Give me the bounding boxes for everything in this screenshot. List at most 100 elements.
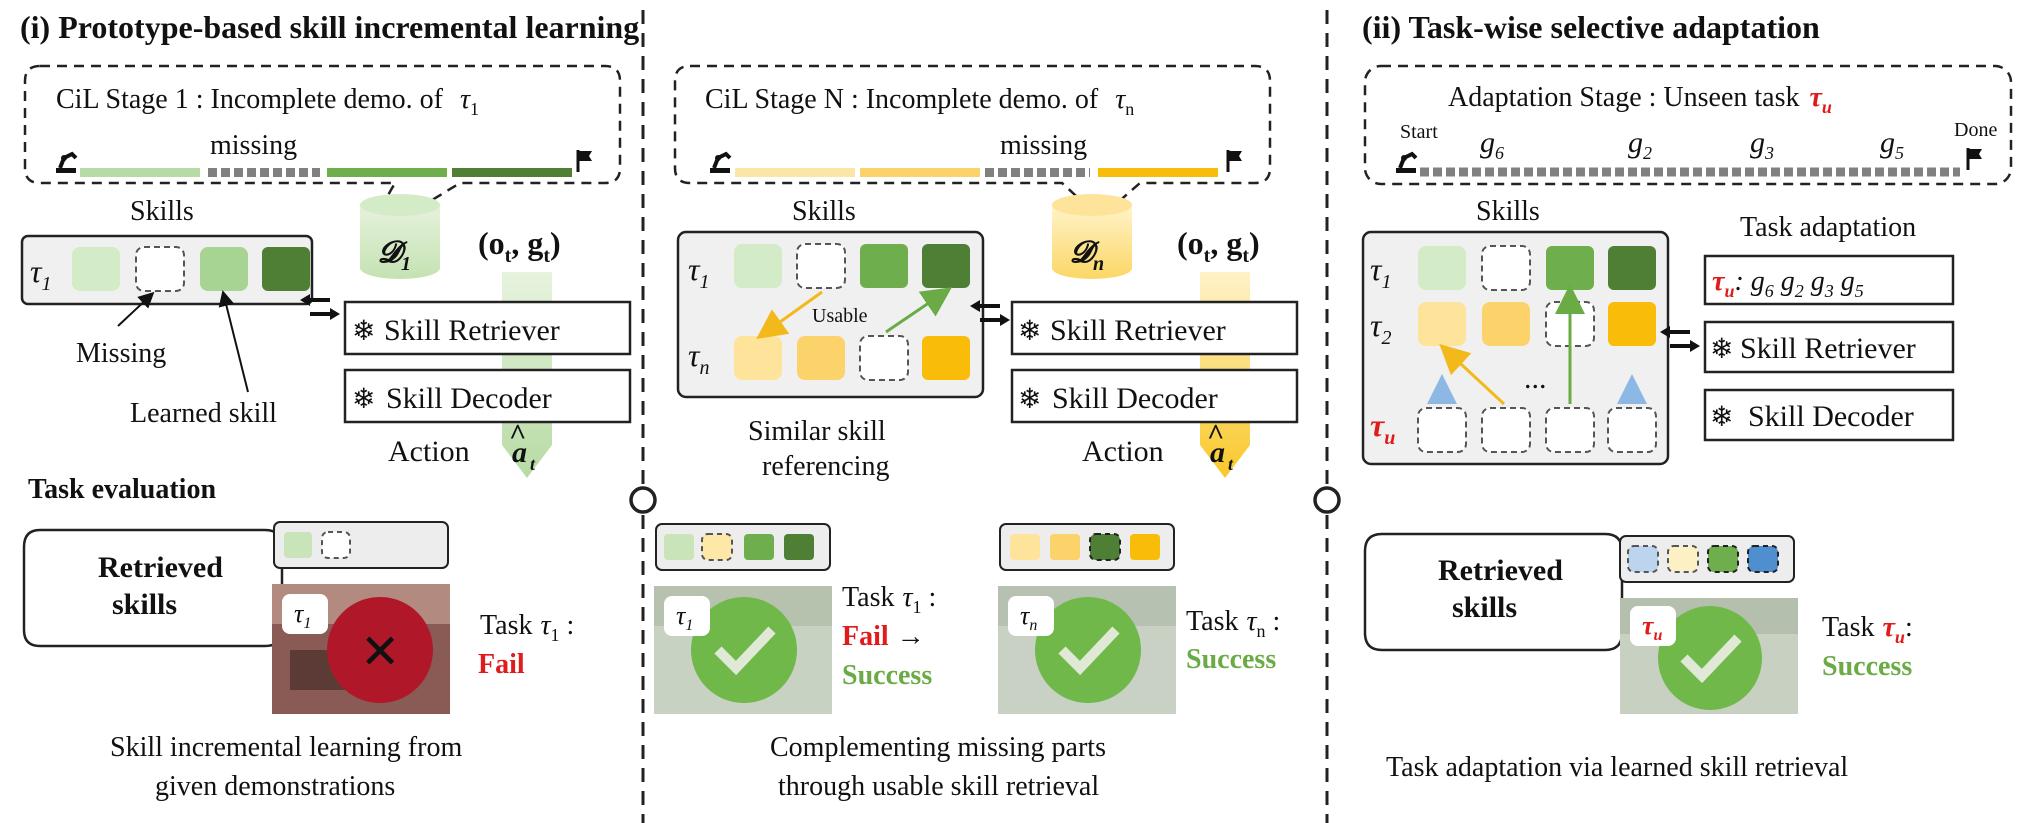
stageN-missing-label: missing — [1000, 130, 1087, 161]
skill-decoder-box — [343, 368, 632, 424]
success-status: Success — [1186, 644, 1276, 675]
skill-slot — [1667, 545, 1699, 573]
stage1-row-label: τ1 — [30, 253, 51, 295]
bubble-text: Retrieved — [98, 551, 223, 584]
skill-slot — [1130, 534, 1160, 560]
skill-slot — [922, 336, 970, 380]
action-subscript: t — [530, 454, 536, 474]
action-symbol: a — [512, 436, 527, 469]
task-adaptation-title: Task adaptation — [1740, 212, 1916, 243]
skill-slot — [797, 336, 845, 380]
skill-slot — [1707, 545, 1739, 573]
scene-image-success: τ1 — [654, 586, 832, 714]
skill-decoder-label: Skill Decoder — [386, 382, 552, 415]
done-label: Done — [1954, 119, 1997, 141]
section2-skills-title: Skills — [1476, 196, 1540, 227]
stage1-segment-2 — [327, 168, 447, 177]
section1-title: (i) Prototype-based skill incremental le… — [20, 9, 639, 45]
skill-decoder-label: Skill Decoder — [1748, 400, 1914, 433]
stageN-skills-title: Skills — [792, 196, 856, 227]
skill-slot — [1050, 534, 1080, 560]
missing-annotation: Missing — [76, 338, 166, 369]
snowflake-icon: ❄ — [1710, 402, 1733, 433]
success-status: Success — [842, 660, 932, 691]
skill-retriever-label: Skill Retriever — [1050, 314, 1226, 347]
skill-slot-missing — [1481, 245, 1531, 291]
robot-arm-icon — [710, 151, 732, 173]
dataset-1-cylinder — [360, 194, 440, 279]
adaptation-callout — [1363, 64, 2013, 186]
start-label: Start — [1400, 121, 1438, 143]
stage1-missing-label: missing — [210, 130, 297, 161]
stage1-label: CiL Stage 1 : Incomplete demo. of τ1 — [56, 84, 479, 119]
skill-slot — [784, 534, 814, 560]
fail-status: Fail — [478, 649, 525, 680]
skill-decoder-label: Skill Decoder — [1052, 382, 1218, 415]
usable-arrow-green — [885, 287, 952, 334]
skill-decoder-box — [1703, 388, 1955, 442]
snowflake-icon: ❄ — [352, 316, 375, 347]
left-caption: given demonstrations — [155, 771, 395, 802]
skill-slot — [1546, 246, 1594, 290]
bubble-text: Retrieved — [1438, 554, 1563, 587]
skill-slot-empty — [1607, 407, 1657, 453]
robot-arm-icon — [56, 151, 78, 173]
task-evaluation-title: Task evaluation — [28, 474, 216, 505]
bidirectional-arrow-icon — [1660, 326, 1700, 352]
divider-node — [1313, 486, 1341, 514]
learned-pointer — [218, 290, 249, 393]
skill-slot — [1608, 302, 1656, 346]
goal-label: g2 — [1628, 126, 1652, 163]
obs-goal-label: (ot, gt) — [1177, 225, 1260, 267]
skill-slot — [200, 247, 248, 291]
stageN-segment-1 — [735, 168, 855, 177]
skill-slot-empty — [1481, 407, 1531, 453]
section2-title: (ii) Task-wise selective adaptation — [1362, 9, 1820, 45]
skill-slot-missing — [701, 533, 733, 561]
action-subscript: t — [1228, 454, 1234, 474]
stageN-segment-3 — [1098, 168, 1218, 177]
robot-arm-icon — [1396, 151, 1418, 173]
skill-slot — [72, 247, 120, 291]
skill-slot — [744, 534, 774, 560]
bubble-text: skills — [112, 588, 177, 621]
goal-label: g3 — [1750, 126, 1774, 163]
action-label: Action — [388, 435, 470, 468]
usable-label: Usable — [812, 305, 868, 327]
flag-icon — [1226, 150, 1242, 172]
skill-slot — [1627, 545, 1659, 573]
skill-retriever-box — [343, 300, 632, 356]
skill-decoder-box — [1010, 368, 1299, 424]
goal-label: g5 — [1880, 126, 1904, 163]
skill-slot-missing — [135, 246, 185, 292]
usable-arrow-yellow — [756, 290, 823, 339]
retrieved-skill-strip — [999, 523, 1175, 571]
rows-ellipsis: ... — [1524, 362, 1547, 395]
skill-retriever-box — [1703, 320, 1955, 374]
success-status: Success — [1822, 651, 1912, 682]
bubble-text: skills — [1452, 591, 1517, 624]
skill-slot — [664, 534, 694, 560]
skill-slot — [1418, 246, 1466, 290]
skill-slot-empty — [1545, 407, 1595, 453]
skill-slot — [922, 244, 970, 288]
retrieved-skill-strip — [273, 521, 449, 569]
task-adaptation-box — [1703, 254, 1955, 306]
flag-icon — [576, 150, 592, 172]
stageN-label: CiL Stage N : Incomplete demo. of τn — [705, 84, 1134, 119]
stageN-segment-2 — [860, 168, 980, 177]
flag-icon — [1966, 148, 1982, 170]
skill-slot-missing — [859, 335, 909, 381]
skill-slot — [734, 244, 782, 288]
skill-retriever-label: Skill Retriever — [1740, 332, 1916, 365]
skill-slot — [1010, 534, 1040, 560]
stageN-row1-label: τ1 — [688, 251, 709, 293]
skill-slot — [262, 247, 310, 291]
bidirectional-arrow-icon — [970, 300, 1010, 326]
stage1-skills-title: Skills — [130, 196, 194, 227]
